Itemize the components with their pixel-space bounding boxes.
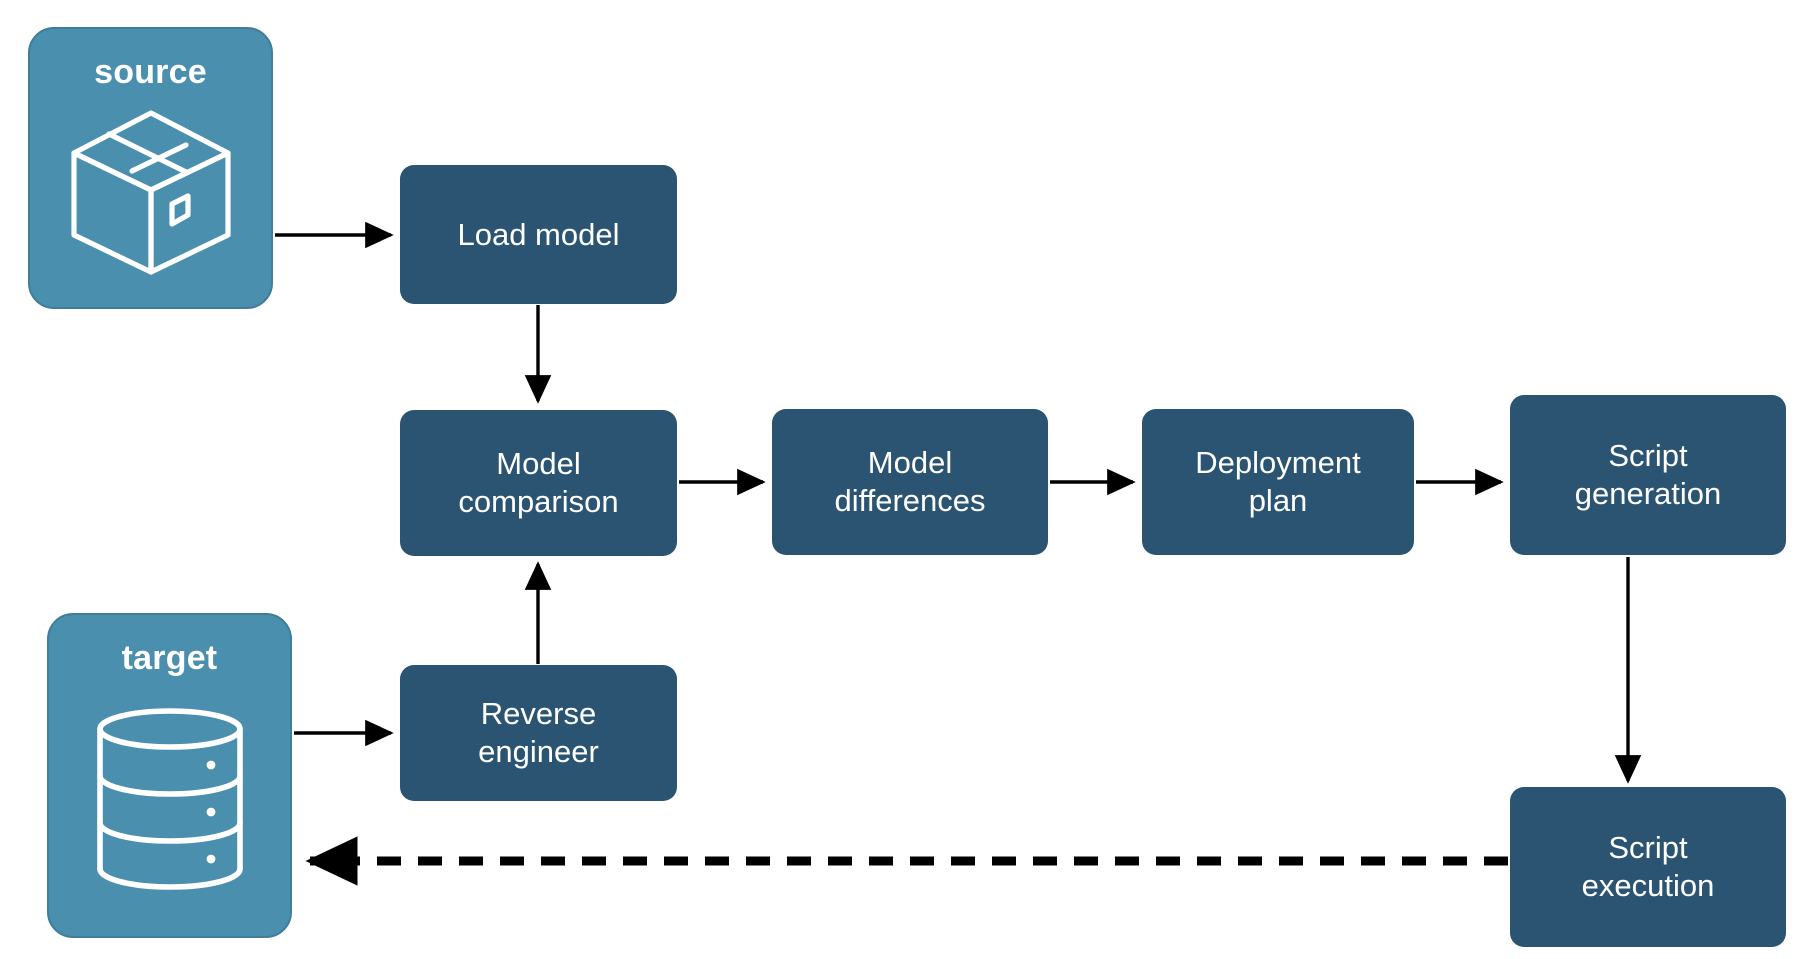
- node-model-comparison[interactable]: Model comparison: [400, 410, 677, 556]
- node-source[interactable]: source: [28, 27, 273, 309]
- node-script-generation[interactable]: Script generation: [1510, 395, 1786, 555]
- node-load-model[interactable]: Load model: [400, 165, 677, 304]
- node-deployment-plan[interactable]: Deployment plan: [1142, 409, 1414, 555]
- database-cylinder-icon: [49, 675, 290, 936]
- node-script-execution[interactable]: Script execution: [1510, 787, 1786, 947]
- node-target-label: target: [121, 639, 218, 677]
- node-reverse-engineer-label: Reverse engineer: [478, 696, 599, 769]
- node-source-label: source: [94, 53, 207, 91]
- node-model-comparison-label: Model comparison: [458, 446, 619, 519]
- node-script-generation-label: Script generation: [1574, 438, 1722, 511]
- node-script-execution-label: Script execution: [1581, 830, 1715, 903]
- node-reverse-engineer[interactable]: Reverse engineer: [400, 665, 677, 801]
- package-box-icon: [30, 89, 271, 307]
- node-deployment-plan-label: Deployment plan: [1195, 445, 1361, 518]
- node-target[interactable]: target: [47, 613, 292, 938]
- node-model-differences-label: Model differences: [834, 445, 986, 518]
- node-load-model-label: Load model: [457, 216, 620, 252]
- node-model-differences[interactable]: Model differences: [772, 409, 1048, 555]
